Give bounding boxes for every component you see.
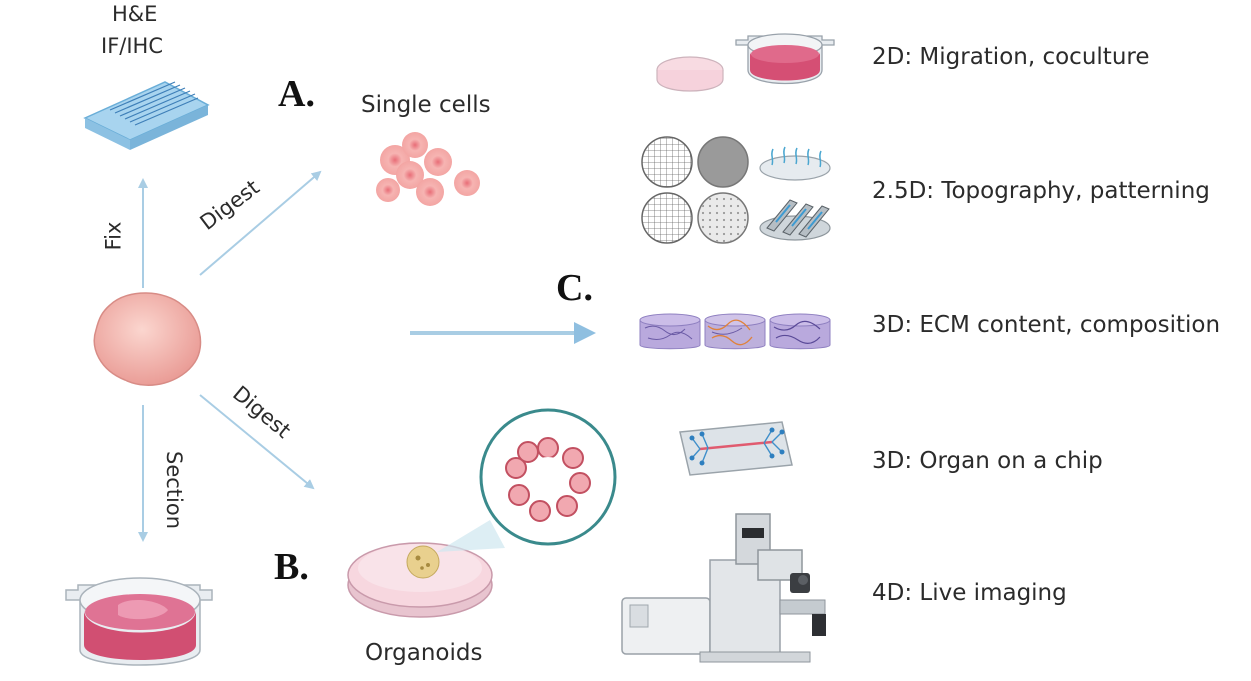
- model-label-3d-ecm: 3D: ECM content, composition: [872, 312, 1221, 338]
- model-label-2d: 2D: Migration, coculture: [872, 44, 1150, 70]
- tissue-cassette-icon: [83, 81, 210, 150]
- panel-label-c: C.: [556, 267, 593, 309]
- model-label-4d: 4D: Live imaging: [872, 580, 1067, 606]
- digest-up-arrow: [199, 170, 322, 276]
- single-cells-title: Single cells: [361, 92, 491, 118]
- culture-dish-icon: [65, 577, 213, 666]
- model-label-2-5d: 2.5D: Topography, patterning: [872, 178, 1210, 204]
- microscope-icon: [621, 513, 826, 663]
- organoid-dish-icon: [347, 520, 505, 618]
- digest-down-arrow: [199, 394, 315, 490]
- organ-chip-icon: [679, 421, 793, 476]
- model-label-3d-chip: 3D: Organ on a chip: [872, 448, 1103, 474]
- 3d-ecm-icon: [639, 313, 831, 350]
- section-label: Section: [162, 450, 187, 530]
- 2-5d-surfaces-icon: [641, 136, 831, 244]
- panel-label-b: B.: [274, 546, 309, 588]
- stain-label-he: H&E: [112, 2, 158, 26]
- stain-label-if-ihc: IF/IHC: [101, 34, 163, 58]
- 2d-dish-icon: [656, 33, 835, 92]
- organoids-title: Organoids: [365, 640, 483, 666]
- organoid-magnified-icon: [479, 408, 617, 546]
- tissue-sample-icon: [93, 292, 202, 386]
- fix-label: Fix: [101, 221, 126, 251]
- single-cells-icon: [376, 132, 480, 206]
- panel-label-a: A.: [278, 73, 315, 115]
